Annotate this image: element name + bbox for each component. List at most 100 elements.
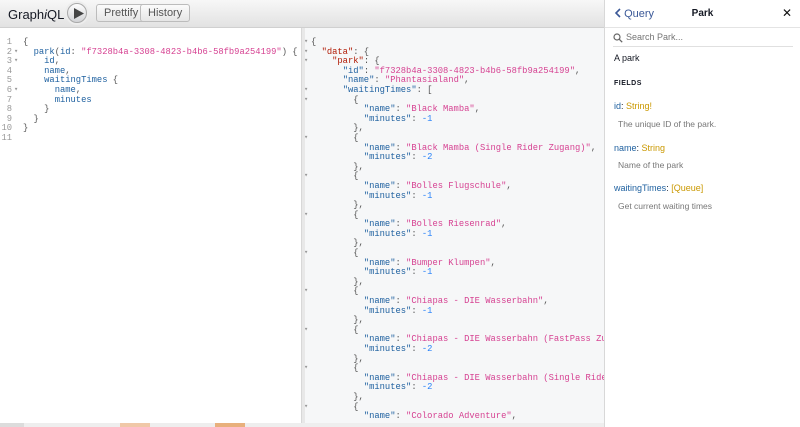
editor-divider[interactable] <box>301 28 305 427</box>
code-token: : <box>411 113 422 124</box>
execute-query-button[interactable] <box>67 3 87 23</box>
code-token: { <box>311 324 359 335</box>
code-token: "Bolles Flugschule" <box>406 180 507 191</box>
code-token <box>311 104 364 114</box>
code-token: "minutes" <box>363 305 412 316</box>
code-token: "Bumper Klumpen" <box>406 257 491 268</box>
code-line: ▾ { <box>305 287 604 297</box>
fold-arrow-icon[interactable]: ▾ <box>305 249 309 258</box>
fold-arrow-icon[interactable]: ▾ <box>14 57 19 66</box>
docs-back-button[interactable]: Query <box>614 8 654 20</box>
fold-arrow-icon[interactable]: ▾ <box>305 95 309 104</box>
code-line: ▾ { <box>305 248 604 259</box>
docs-search[interactable] <box>613 29 793 47</box>
code-line: "minutes": -2 <box>305 152 604 163</box>
close-icon[interactable]: ✕ <box>781 6 792 20</box>
code-token: { <box>311 37 317 47</box>
fold-arrow-icon[interactable]: ▾ <box>305 47 309 56</box>
code-text: { <box>311 210 358 221</box>
fold-arrow-icon[interactable]: ▾ <box>305 287 309 296</box>
query-editor[interactable]: 1{2▾ park(id: "f7328b4a-3308-4823-b4b6-5… <box>0 28 301 427</box>
code-token: : { <box>363 56 380 67</box>
code-token: "data" <box>321 46 354 57</box>
code-token: "name" <box>363 296 396 307</box>
code-token: }, <box>311 200 364 211</box>
field-type-link[interactable]: String! <box>626 101 653 111</box>
code-token: "Chiapas - DIE Wasserbahn (FastPass Zuga… <box>406 334 604 345</box>
code-token <box>311 334 364 344</box>
code-token: }, <box>311 391 364 402</box>
code-token <box>311 296 364 306</box>
field-name-link[interactable]: waitingTimes <box>614 183 667 193</box>
line-number: 10 <box>1 123 12 134</box>
code-line: "name": "Bumper Klumpen", <box>305 257 604 269</box>
fold-arrow-icon[interactable]: ▾ <box>305 85 309 94</box>
code-token: "name" <box>342 75 375 86</box>
code-text: } <box>23 114 39 125</box>
field-name-link[interactable]: id <box>614 101 622 111</box>
fold-arrow-icon[interactable]: ▾ <box>305 57 309 66</box>
fold-arrow-icon[interactable]: ▾ <box>14 47 19 56</box>
code-token: "name" <box>363 257 396 268</box>
code-line: 10} <box>0 124 301 134</box>
field-type-link[interactable]: String <box>641 143 666 153</box>
code-line: "name": "Colorado Adventure", <box>305 411 604 422</box>
code-line: "minutes": -2 <box>305 344 604 355</box>
code-line: "name": "Chiapas - DIE Wasserbahn (Singl… <box>305 373 604 384</box>
code-line: 5 waitingTimes { <box>0 76 301 86</box>
code-token <box>311 306 364 316</box>
code-line: }, <box>305 200 604 211</box>
fold-arrow-icon[interactable]: ▾ <box>14 85 19 94</box>
code-text: { <box>311 133 358 144</box>
code-token <box>311 56 332 66</box>
field-name-link[interactable]: name <box>614 143 637 153</box>
code-line: "minutes": -1 <box>305 229 604 240</box>
code-token: -1 <box>421 113 433 124</box>
code-token: park <box>33 46 55 57</box>
code-line: ▾ { <box>305 210 604 221</box>
fold-arrow-icon[interactable]: ▾ <box>305 402 309 411</box>
code-token: "minutes" <box>363 152 412 163</box>
code-token <box>311 143 364 153</box>
code-token: : { <box>353 46 370 57</box>
code-text: "data": { <box>311 46 370 58</box>
result-viewer[interactable]: ▾{▾ "data": {▾ "park": { "id": "f7328b4a… <box>305 28 604 427</box>
code-token: "park" <box>332 56 364 67</box>
fold-arrow-icon[interactable]: ▾ <box>305 325 309 334</box>
history-button[interactable]: History <box>140 4 191 22</box>
code-token: -1 <box>421 190 433 201</box>
code-line: ▾ { <box>305 363 604 374</box>
code-token: } <box>23 104 50 115</box>
code-token: , <box>474 104 480 115</box>
code-token <box>311 85 343 95</box>
code-line: ▾ "waitingTimes": [ <box>305 85 604 96</box>
field-type-link[interactable]: [Queue] <box>671 183 704 193</box>
code-text: "name": "Black Mamba (Single Rider Zugan… <box>311 143 596 154</box>
fold-arrow-icon[interactable]: ▾ <box>305 38 309 46</box>
docs-search-input[interactable] <box>626 30 786 44</box>
fold-arrow-icon[interactable]: ▾ <box>305 172 309 181</box>
code-line: "name": "Bolles Flugschule", <box>305 180 604 192</box>
fold-arrow-icon[interactable]: ▾ <box>305 210 309 219</box>
fields-heading: FIELDS <box>614 80 642 87</box>
code-token: }, <box>311 353 364 364</box>
code-text: { <box>311 324 359 336</box>
docs-explorer: Query Park ✕ A park FIELDS id: String! T… <box>604 0 800 427</box>
code-token: minutes <box>54 94 92 105</box>
code-line: }, <box>305 391 604 403</box>
code-token: , <box>490 257 496 268</box>
prettify-button[interactable]: Prettify <box>96 4 147 22</box>
code-text: { <box>23 37 28 48</box>
code-text: "id": "f7328b4a-3308-4823-b4b6-58fb9a254… <box>311 66 581 77</box>
code-token: , <box>506 180 512 191</box>
code-token <box>311 47 322 57</box>
code-text: "minutes": -1 <box>311 305 433 317</box>
fold-arrow-icon[interactable]: ▾ <box>305 133 309 142</box>
code-token: : <box>411 382 422 393</box>
fold-arrow-icon[interactable]: ▾ <box>305 364 309 373</box>
line-number: 8 <box>6 104 12 115</box>
code-token: -1 <box>421 305 433 316</box>
play-icon <box>74 8 84 19</box>
code-token <box>311 382 364 392</box>
code-text: }, <box>311 277 364 288</box>
